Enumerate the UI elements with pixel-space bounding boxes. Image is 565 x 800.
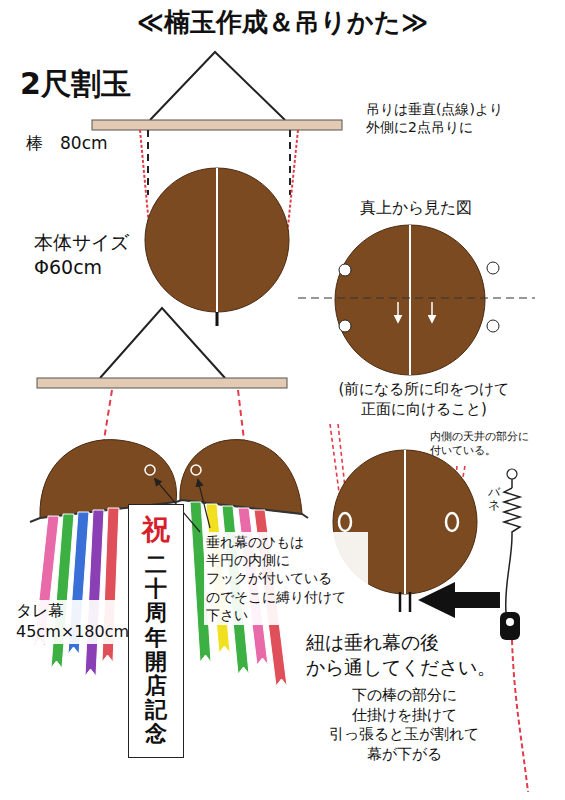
hanging-banner: 祝二十周年開店記念: [128, 504, 184, 758]
ball-size: 2尺割玉: [20, 64, 131, 103]
title: ≪楠玉作成＆吊りかた≫: [0, 6, 565, 40]
banner-size: タレ幕 45cm×180cm: [14, 600, 130, 644]
bar-length: 棒 80cm: [26, 132, 108, 154]
pull-string: [512, 640, 528, 792]
spring-wire: [511, 479, 513, 488]
front-arrow: [397, 302, 399, 322]
pull-stick: [216, 312, 219, 326]
pull-stick: [399, 592, 402, 612]
view-title: 真上から見た図: [360, 198, 472, 219]
ball-top-view: [335, 225, 485, 375]
hanging-note: 吊りは垂直(点線)より 外側に2点吊りに: [366, 100, 541, 136]
pull-device: [500, 612, 520, 640]
hanging-ring: [487, 262, 499, 274]
front-arrow: [431, 302, 433, 322]
pull-note: 下の棒の部分に 仕掛けを掛けて 引っ張ると玉が割れて 幕が下がる: [306, 686, 502, 764]
hanging-rope: [150, 52, 285, 120]
hanging-bar: [92, 120, 342, 130]
split-line: [404, 450, 406, 594]
spring: [504, 488, 520, 536]
hanging-ring: [339, 264, 351, 276]
split-line: [409, 225, 411, 375]
center-line: [298, 297, 535, 298]
hanging-ring: [339, 513, 351, 531]
hanging-rope: [100, 308, 225, 378]
split-line: [216, 168, 218, 312]
hanging-ring: [446, 513, 458, 531]
banner-mark: 祝: [142, 511, 170, 549]
hook-note: 垂れ幕のひもは 半円の内側に フックが付いている のでそこに縛り付けて 下さい: [204, 532, 368, 625]
pull-cord: [506, 536, 512, 612]
hanging-bar: [37, 378, 287, 388]
hanging-string: [238, 390, 244, 440]
hanging-string: [104, 390, 112, 440]
hook: [191, 465, 201, 475]
hanging-string: [287, 130, 298, 236]
streamer: [85, 510, 104, 676]
leader-line: [198, 480, 210, 528]
pull-stick: [409, 592, 412, 612]
hanging-ring: [339, 320, 351, 332]
ring-note: 内側の天井の部分に 付いている。: [430, 430, 548, 459]
vertical-guide: [147, 130, 149, 195]
vertical-guide: [289, 130, 291, 195]
front-note: (前になる所に印をつけて 正面に向けること): [310, 380, 538, 419]
big-arrow: [418, 582, 500, 618]
spring-ring: [507, 469, 517, 479]
string-note: 紐は垂れ幕の後 から通してください。: [306, 630, 502, 679]
hook: [145, 465, 155, 475]
body-size: 本体サイズ Φ60cm: [34, 230, 142, 279]
banner-text: 二十周年開店記念: [145, 553, 167, 747]
spring-label: バネ: [488, 486, 500, 512]
hanging-ring: [487, 320, 499, 332]
ball-body: [145, 168, 289, 312]
pull-device-hole: [506, 618, 514, 626]
